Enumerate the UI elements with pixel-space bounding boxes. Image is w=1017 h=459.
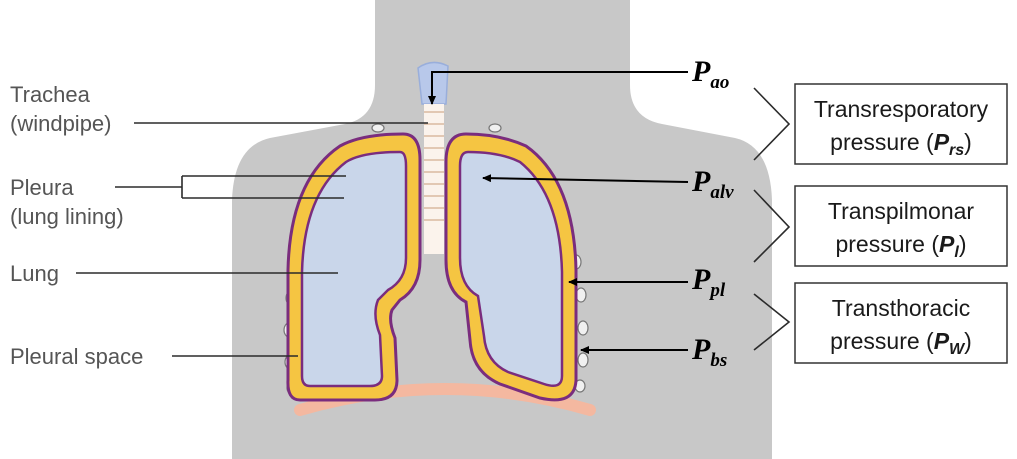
svg-text:pressure (Pl): pressure (Pl) <box>835 231 966 261</box>
label-lung: Lung <box>10 261 59 286</box>
label-pleural-space: Pleural space <box>10 344 143 369</box>
label-pleura: Pleura <box>10 175 74 200</box>
label-trachea: Trachea <box>10 82 91 107</box>
svg-text:Transresporatory: Transresporatory <box>814 96 989 122</box>
label-windpipe: (windpipe) <box>10 111 112 136</box>
box-transrespiratory-pressure: Transresporatory pressure (Prs) <box>795 84 1007 164</box>
pressure-label-p-ao: Pao <box>691 55 729 93</box>
box-transpulmonary-pressure: Transpilmonar pressure (Pl) <box>795 186 1007 266</box>
label-lung-lining: (lung lining) <box>10 204 124 229</box>
box-transthoracic-pressure: Transthoracic pressure (PW) <box>795 283 1007 363</box>
svg-text:Transthoracic: Transthoracic <box>832 295 970 321</box>
svg-text:Transpilmonar: Transpilmonar <box>828 198 974 224</box>
bracket-rs <box>754 88 789 160</box>
